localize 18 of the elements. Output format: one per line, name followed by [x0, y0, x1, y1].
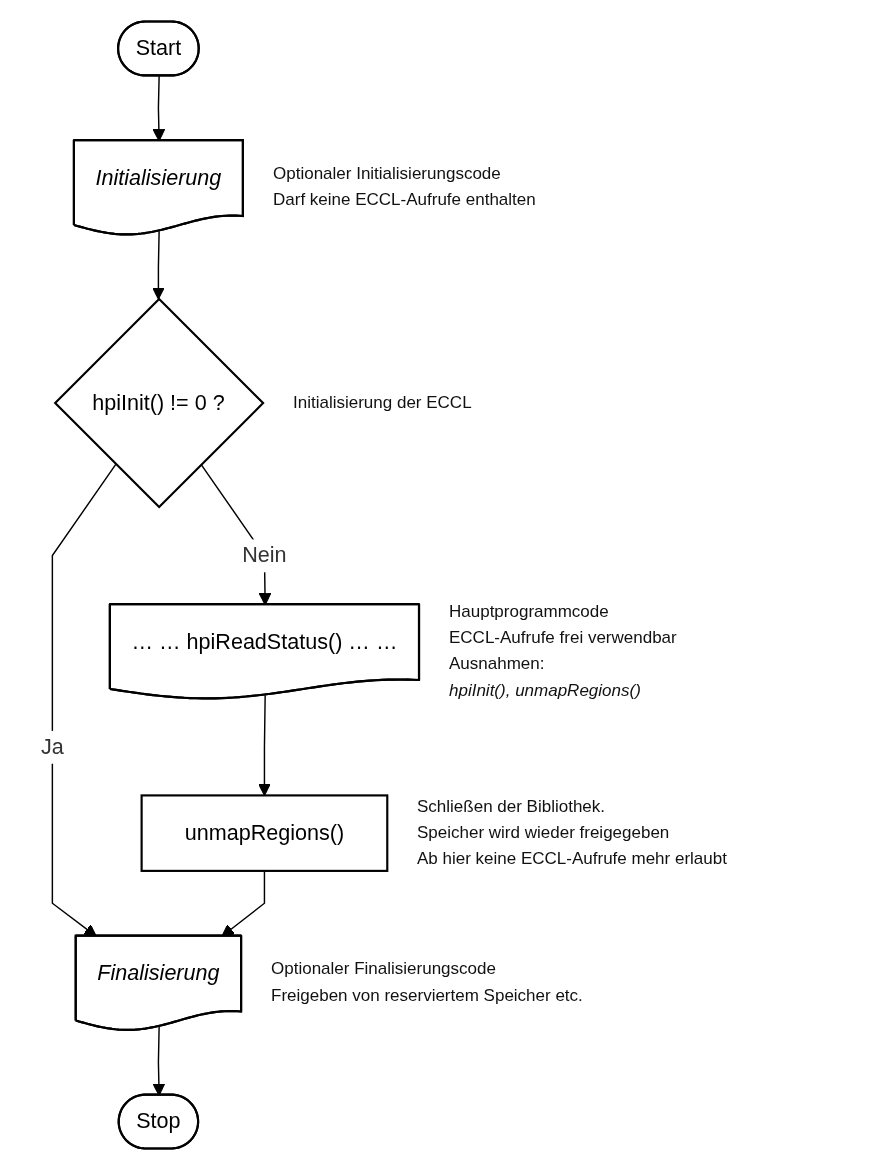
- annotation-text: Hauptprogrammcode: [449, 600, 610, 623]
- node-diamond: hpiInit() != 0 ?: [53, 297, 265, 509]
- annotation-text: Speicher wird wieder freigegeben: [417, 822, 671, 844]
- annotation-text: Initialisierung der ECCL: [293, 392, 473, 415]
- annotation-text: Optionaler Finalisierungscode: [271, 958, 497, 981]
- annotation-text: Freigeben von reserviertem Speicher etc.: [271, 984, 584, 1007]
- arrow: [258, 694, 271, 796]
- annotation-text: Darf keine ECCL-Aufrufe enthalten: [273, 189, 537, 212]
- annotation-text: ECCL-Aufrufe frei verwendbar: [449, 627, 678, 650]
- annotation-text: hpiInit(), unmapRegions(): [449, 679, 642, 702]
- annotation-text: Ausnahmen:: [449, 653, 546, 676]
- annotation-text: Ab hier keine ECCL-Aufrufe mehr erlaubt: [417, 848, 728, 871]
- annotation-text: Optionaler Initialisierungscode: [273, 162, 502, 185]
- annotation-text: Schließen der Bibliothek.: [417, 795, 607, 818]
- edge-label: Nein: [242, 542, 287, 567]
- node-box: unmapRegions(): [140, 794, 389, 872]
- edge-label: Ja: [40, 733, 64, 759]
- arrow: [152, 230, 165, 300]
